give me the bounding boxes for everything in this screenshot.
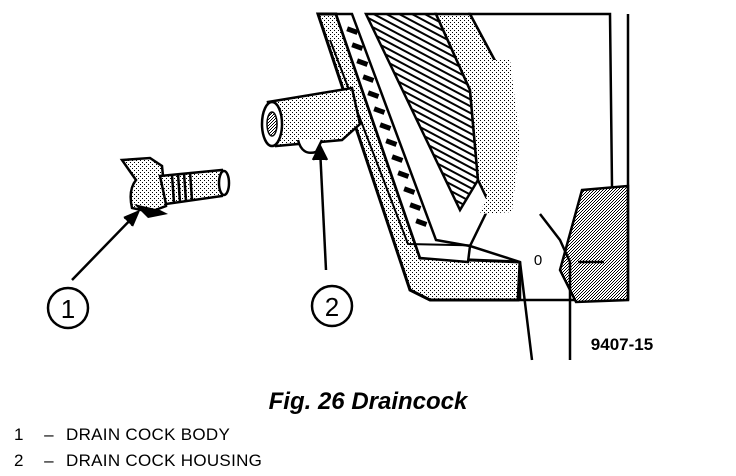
body-handle: [119, 156, 168, 214]
zero-mark: 0: [534, 252, 542, 269]
body-threads: [170, 171, 194, 204]
legend-dash-1: –: [44, 425, 54, 444]
callout-2-label: 2: [325, 292, 339, 322]
leader-lines: [71, 143, 329, 281]
legend-row-2: 2 –DRAIN COCK HOUSING: [14, 448, 262, 474]
draincock-illustration: 1 2 0 9407-15: [46, 12, 653, 361]
housing-bore: [266, 111, 278, 137]
body-wing: [134, 204, 168, 218]
legend-dash-2: –: [44, 451, 54, 470]
figure-caption: Fig. 26 Draincock: [268, 388, 468, 415]
legend-row-1: 1 –DRAIN COCK BODY: [14, 422, 262, 448]
tank-sump: [558, 184, 630, 304]
leader-arrow-1: [123, 209, 141, 227]
legend-text-2: DRAIN COCK HOUSING: [66, 451, 263, 470]
leader-line-1: [71, 213, 137, 281]
legend-number-2: 2: [14, 451, 24, 470]
callout-2: 2: [310, 284, 354, 328]
callout-1-label: 1: [61, 294, 75, 324]
tank-neck-shading: [480, 60, 520, 214]
legend: 1 –DRAIN COCK BODY 2 –DRAIN COCK HOUSING: [14, 422, 262, 474]
legend-text-1: DRAIN COCK BODY: [66, 425, 231, 444]
figure-code: 9407-15: [591, 335, 653, 354]
body-tip: [217, 169, 231, 197]
radiator-tank: [315, 12, 630, 361]
panel-lines: [518, 213, 604, 361]
body-stem: [158, 168, 230, 206]
leader-arrow-2: [311, 143, 329, 161]
legend-number-1: 1: [14, 425, 24, 444]
flange-lugs: [346, 26, 428, 227]
drain-cock-housing: [260, 86, 362, 154]
callout-1: 1: [46, 286, 90, 330]
leader-line-2: [318, 147, 328, 271]
drain-cock-body: [119, 156, 231, 218]
